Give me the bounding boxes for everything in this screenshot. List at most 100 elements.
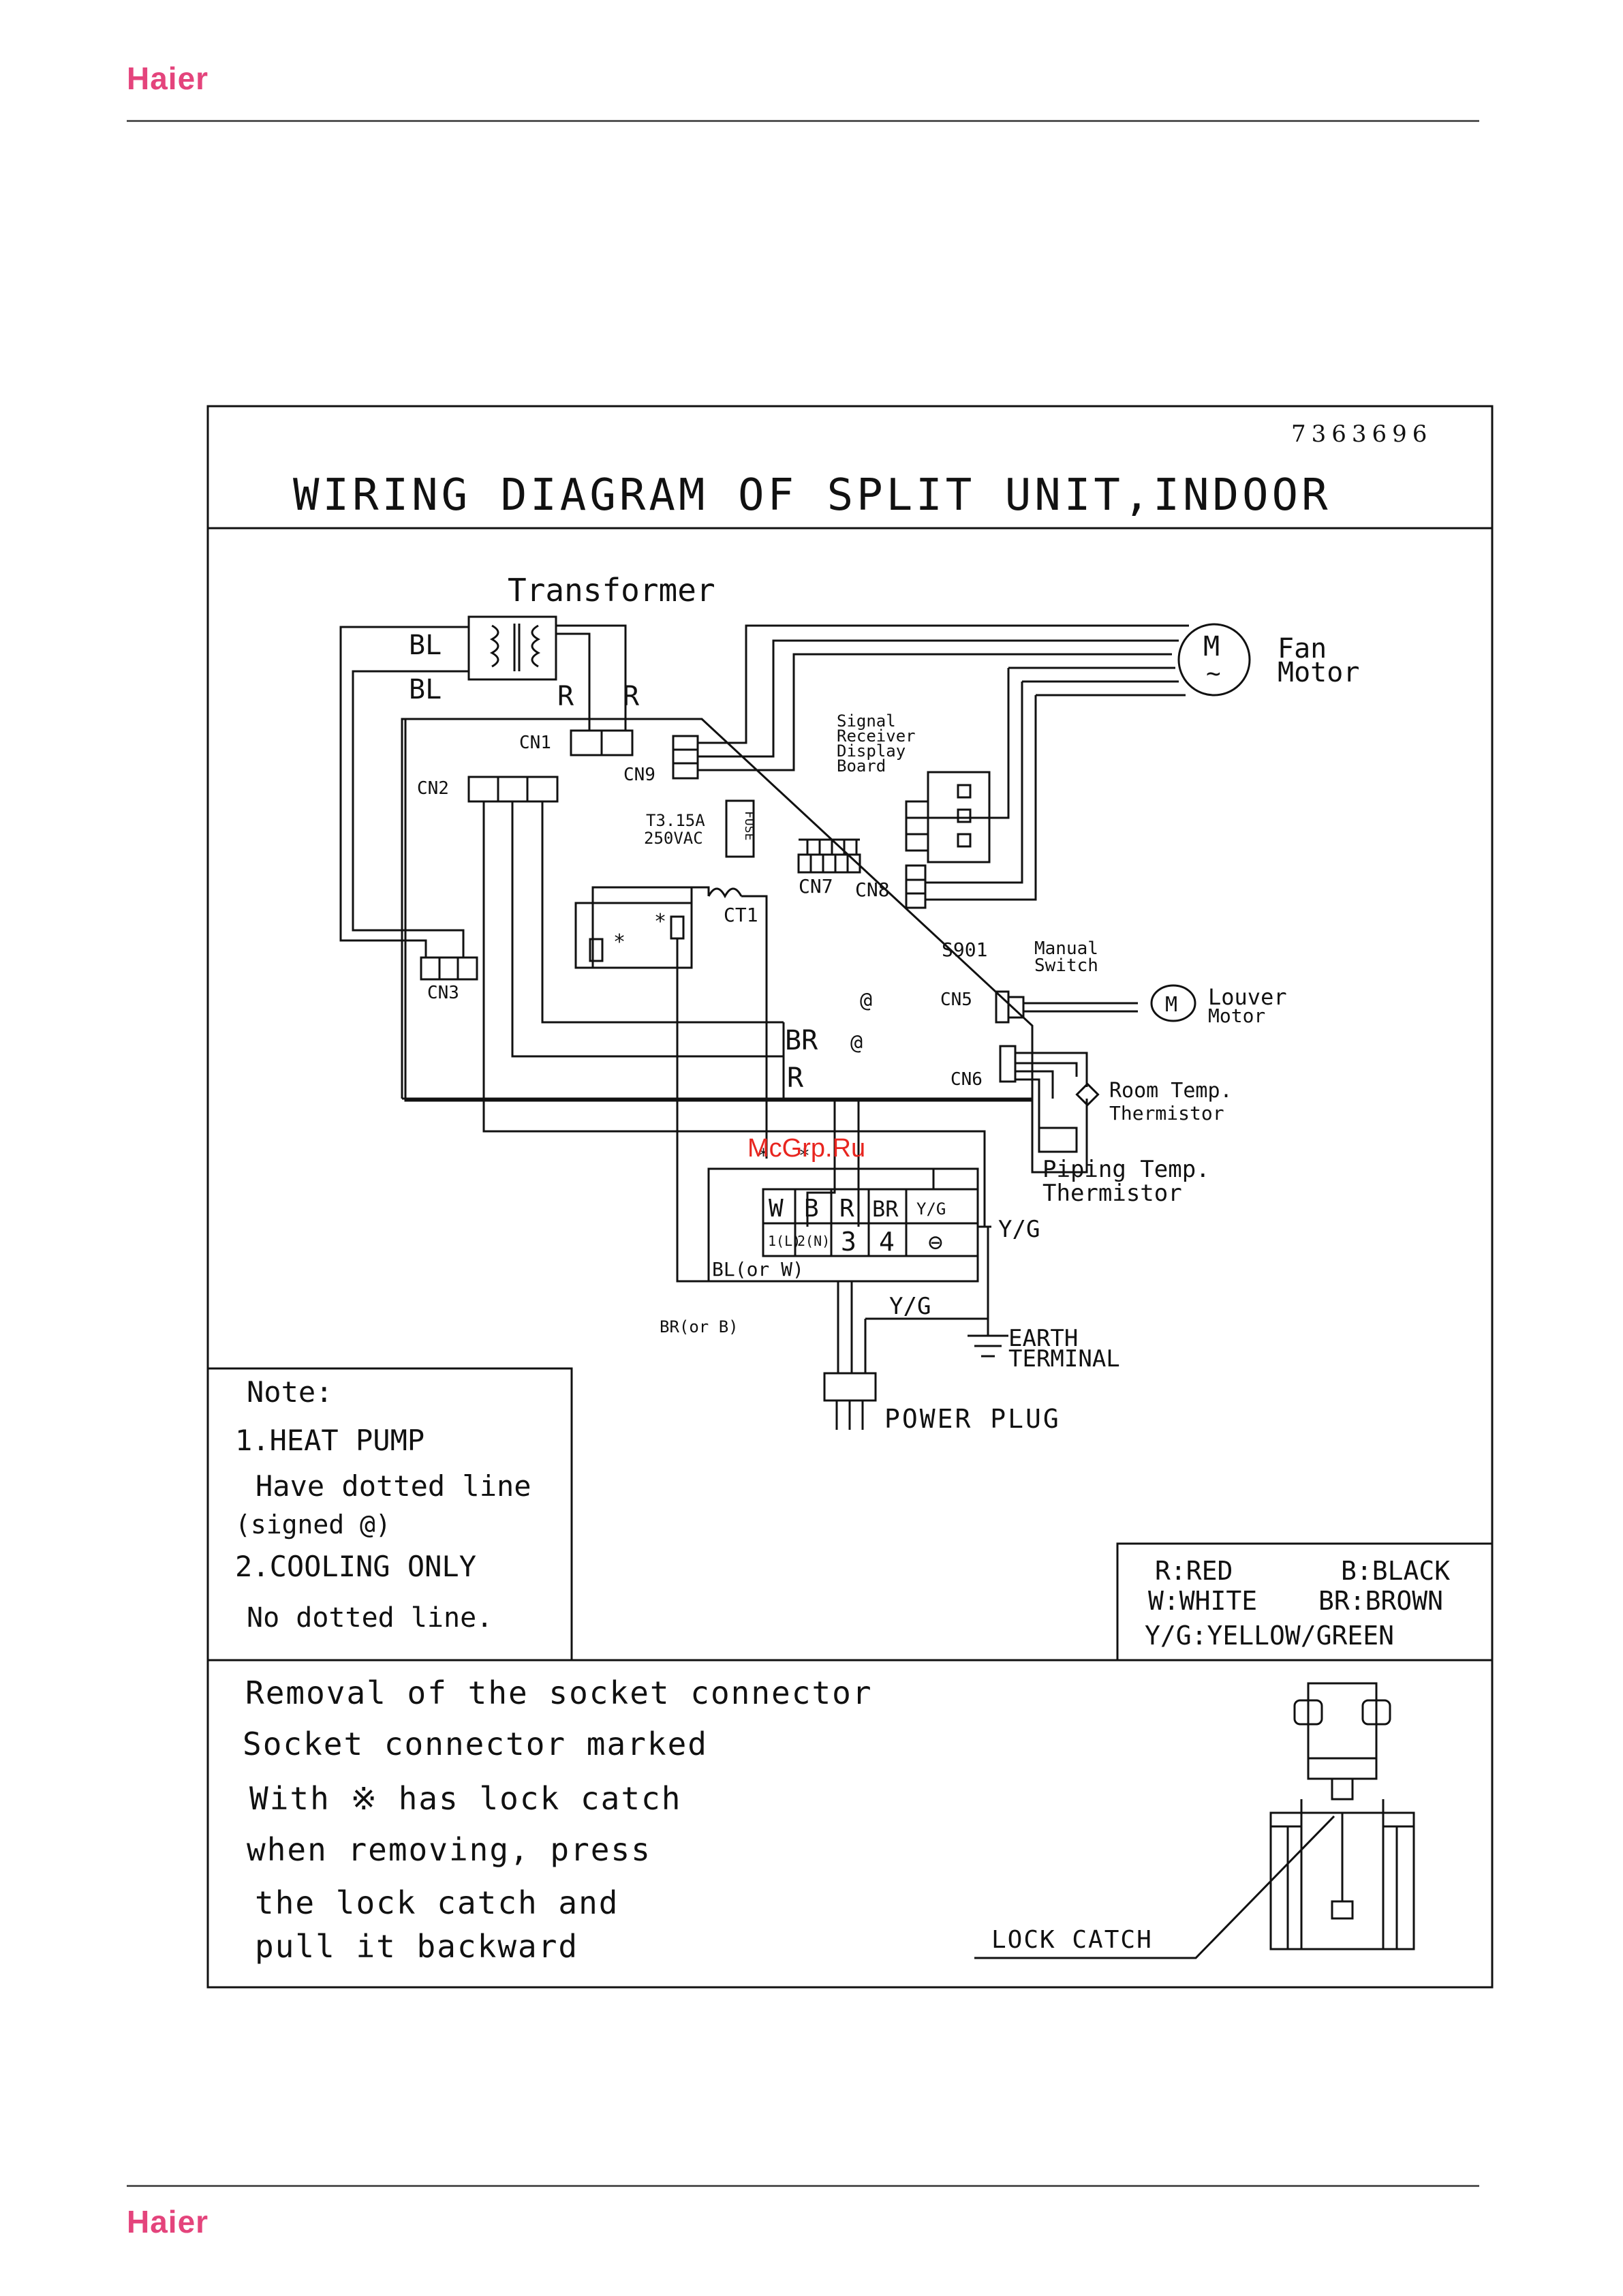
cn8-connector [905,864,927,909]
fuse-rating-2: 250VAC [644,829,703,848]
wire-r-right [556,624,627,731]
socket-connector-head [1307,1682,1378,1780]
terminal-top-b: B [804,1195,819,1223]
power-plug [823,1372,877,1402]
wire-label-yg-right: Y/G [998,1216,1040,1243]
relay-star: * [613,930,625,954]
lock-catch-label: LOCK CATCH [991,1926,1153,1954]
louver-motor-symbol [1150,984,1196,1022]
room-temp-thermistor [1075,1082,1100,1107]
transformer-label: Transformer [508,572,715,609]
wire-label-bl-top: BL [409,630,442,661]
fan-motor-label-1: Fan [1278,633,1327,664]
power-plug-label: POWER PLUG [884,1404,1061,1434]
wire-cn2-left [482,801,986,1227]
wire-label-bl-bottom: BL [409,674,442,705]
haier-logo-top: Haier [127,61,209,96]
terminal-bottom-2n: 2(N) [797,1233,830,1249]
fan-motor-symbol [1177,623,1251,697]
cn6-label: CN6 [950,1069,983,1090]
legend-br-brown: BR:BROWN [1318,1586,1443,1616]
louver-motor-m: M [1165,993,1177,1017]
manual-switch-code: S901 [942,938,987,961]
signal-board-label-3: Display [837,741,906,761]
relay-contact-right [670,915,685,940]
wire-label-r-left: R [557,681,574,712]
doc-number: 7363696 [1291,420,1432,448]
lock-catch-leader [974,1815,1335,1959]
earth-label-1: EARTH [1008,1325,1078,1352]
transformer-secondary-coil [531,624,541,668]
cn8-label: CN8 [855,878,890,901]
terminal-top-w: W [769,1195,784,1223]
signal-board-label-2: Receiver [837,726,916,746]
note-line-2: Have dotted line [256,1469,531,1503]
terminal-top-br: BR [872,1196,899,1222]
haier-logo-bottom: Haier [127,2204,209,2239]
terminal-bottom-4: 4 [879,1227,895,1257]
signal-board-connector [905,800,929,852]
earth-label-2: TERMINAL [1008,1345,1120,1373]
fan-motor-tilde: ~ [1206,660,1221,688]
signal-board-label-4: Board [837,756,886,776]
relay-contact-left [589,938,604,962]
fan-motor-m: M [1203,631,1220,662]
header-rule [127,120,1479,122]
note-line-1: 1.HEAT PUMP [235,1424,424,1457]
cn2-label: CN2 [417,778,449,799]
relay-box [574,902,693,969]
wire-label-br-or-b: BR(or B) [660,1317,739,1336]
terminal-bottom-3: 3 [841,1227,856,1257]
piping-temp-label-2: Thermistor [1042,1180,1182,1207]
ct1-coil [707,887,743,899]
transformer-primary-coil [489,624,499,668]
wire-label-br: BR [785,1025,818,1056]
note-line-4: 2.COOLING ONLY [235,1550,476,1583]
legend-b-black: B:BLACK [1341,1556,1450,1586]
terminal-top-yg: Y/G [916,1199,946,1219]
cn9-label: CN9 [623,765,655,785]
removal-line-6: pull it backward [255,1928,578,1965]
board-outline [401,718,1034,1100]
cn6-connector [999,1045,1017,1083]
diagram-title: WIRING DIAGRAM OF SPLIT UNIT,INDOOR [293,470,1331,521]
room-temp-label-1: Room Temp. [1109,1079,1233,1103]
piping-temp-thermistor [1038,1127,1078,1153]
cn2-connector [467,776,559,803]
terminal-top-r: R [839,1195,854,1223]
fuse [725,799,755,858]
legend-w-white: W:WHITE [1148,1586,1257,1616]
wire-cn2-right [541,801,784,1024]
fuse-rating-1: T3.15A [646,811,705,830]
wire-outer-loop [404,718,1032,1102]
wire-r-left [556,632,591,731]
dotted-mark-2: @ [850,1031,863,1055]
dotted-mark-1: @ [860,989,872,1013]
louver-motor-label-1: Louver [1208,984,1287,1010]
fan-motor-label-2: Motor [1278,657,1359,688]
diagram-frame [206,405,1494,1989]
footer-rule [127,2185,1479,2187]
removal-line-4: when removing, press [247,1831,651,1868]
fuse-label: FUSE [742,811,756,840]
note-line-3: (signed @) [235,1510,391,1540]
louver-motor-label-2: Motor [1208,1005,1265,1027]
cn3-label: CN3 [427,983,459,1003]
note-box [206,1367,573,1662]
wire-label-r: R [787,1062,804,1094]
cn1-label: CN1 [519,733,551,753]
removal-line-5: the lock catch and [255,1884,619,1921]
wire-bl-bottom [352,670,469,958]
wire-cn2-mid [511,801,784,1058]
manual-switch-label-1: Manual [1034,938,1098,959]
terminal-bottom-earth: ⊖ [928,1229,943,1257]
wire-label-bl-or-w: BL(or W) [712,1258,804,1281]
cn7-connector [797,853,861,874]
lock-catch [1331,1900,1354,1920]
piping-temp-label-1: Piping Temp. [1042,1156,1210,1183]
signal-board-label-1: Signal [837,711,896,731]
removal-line-1: Removal of the socket connector [245,1674,873,1711]
relay-star-2: * [654,910,666,934]
legend-r-red: R:RED [1155,1556,1233,1586]
cn5-label: CN5 [940,990,972,1010]
